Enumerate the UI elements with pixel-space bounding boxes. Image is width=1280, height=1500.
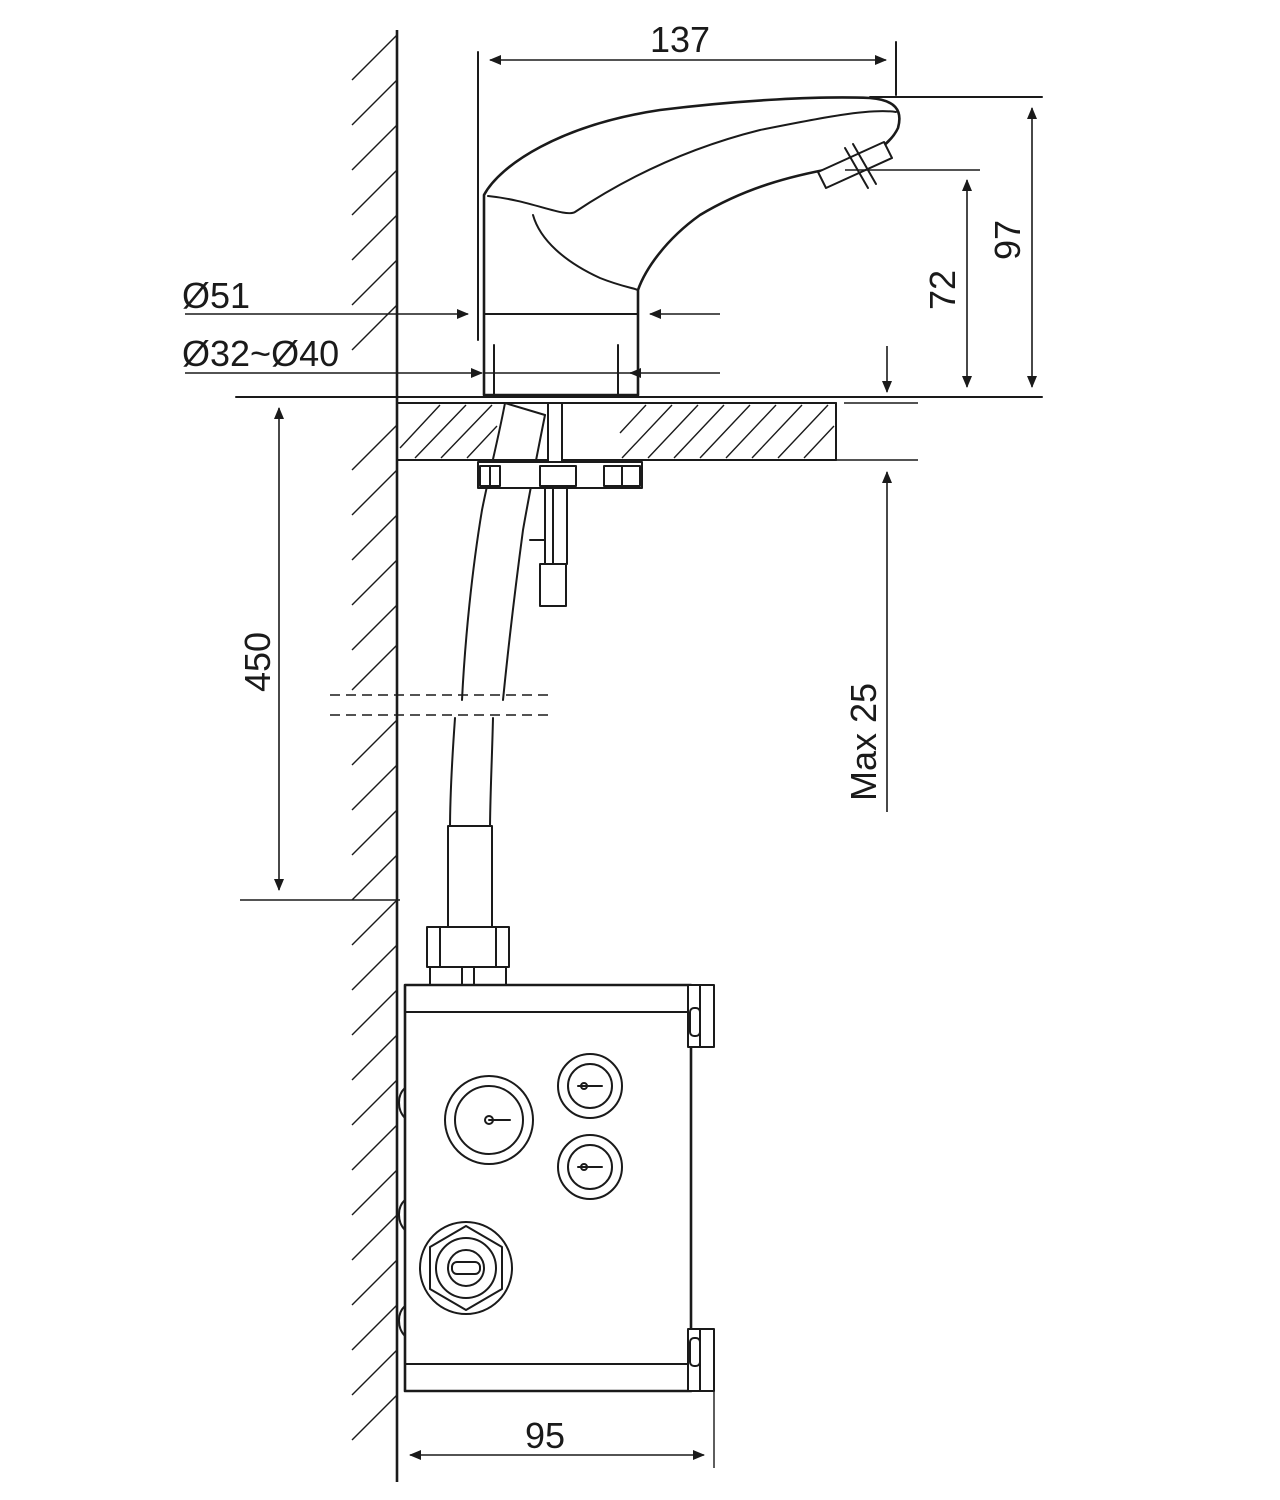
dimension-diameter-51: Ø51 (182, 275, 720, 319)
outlet-connector (419, 1221, 513, 1315)
dimension-max-25: Max 25 (832, 346, 918, 812)
dimension-97-label: 97 (987, 220, 1028, 260)
dimension-137: 137 (489, 19, 887, 65)
dimension-diameter-51-label: Ø51 (182, 275, 250, 316)
dimension-72: 72 (922, 179, 972, 388)
aerator (817, 141, 980, 189)
dimension-diameter-32-40-label: Ø32~Ø40 (182, 333, 339, 374)
wall (351, 30, 399, 1482)
countertop-hatching (399, 404, 835, 459)
inlet-connector (444, 1075, 534, 1165)
dimension-137-label: 137 (650, 19, 710, 60)
dimension-diameter-32-40: Ø32~Ø40 (182, 333, 720, 378)
hose (426, 717, 510, 986)
countertop (235, 396, 1043, 461)
dimension-max-25-label: Max 25 (843, 683, 884, 801)
mounting-hardware (461, 402, 643, 701)
screw-connector-bottom (557, 1134, 623, 1200)
faucet (477, 41, 1043, 398)
dimension-95-label: 95 (525, 1415, 565, 1456)
dimension-450: 450 (237, 407, 400, 901)
faucet-spout (482, 96, 901, 397)
control-box (398, 983, 715, 1393)
dimension-450-label: 450 (237, 632, 278, 692)
dimension-97: 97 (987, 107, 1037, 388)
wall-hatching (351, 34, 398, 1441)
break-lines (330, 694, 548, 716)
screw-connector-top (557, 1053, 623, 1119)
dimension-95: 95 (409, 1391, 715, 1468)
dimension-72-label: 72 (922, 270, 963, 310)
